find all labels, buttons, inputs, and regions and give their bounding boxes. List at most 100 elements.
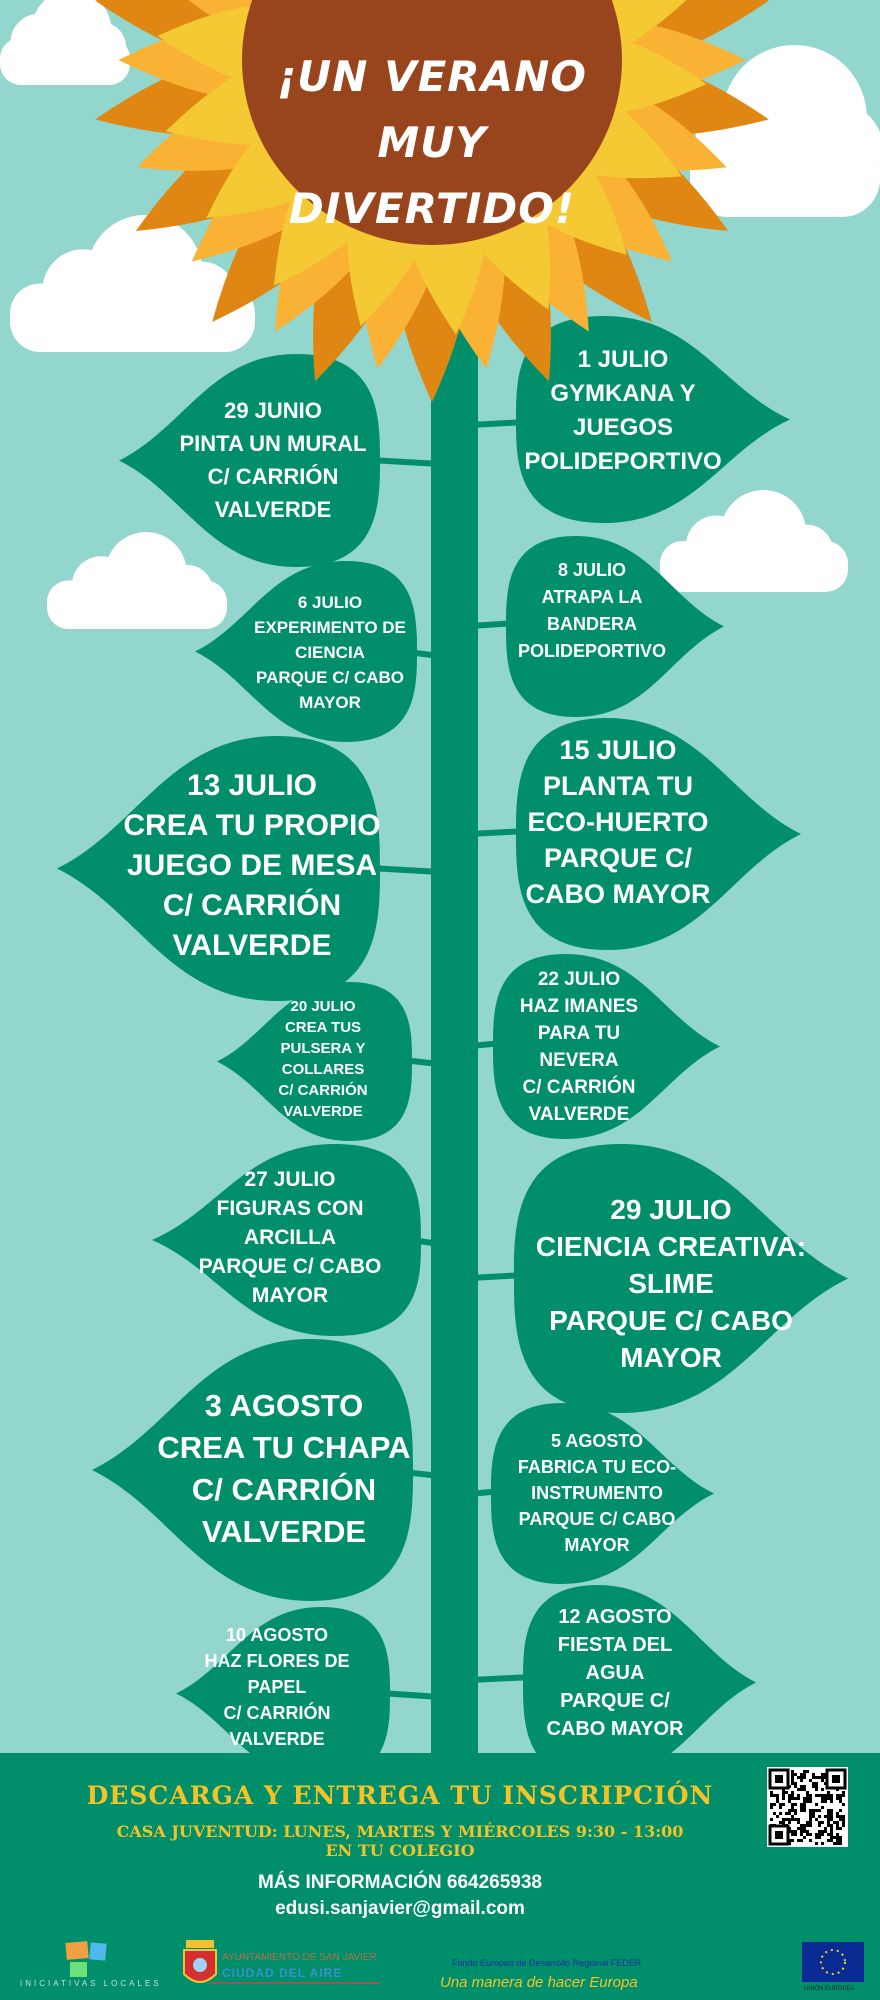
leaf xyxy=(506,536,724,717)
leaf xyxy=(491,1403,714,1584)
activity-date: 29 JUNIO xyxy=(224,397,322,423)
title-line: ¡UN VERANO xyxy=(277,52,587,101)
leaf xyxy=(217,982,412,1141)
clouds xyxy=(0,0,880,629)
iniciativas-locales-logo xyxy=(65,1941,107,1977)
activity-line: VALVERDE xyxy=(201,1514,367,1549)
leaf-branch xyxy=(369,865,441,875)
activity-line: C/ CARRIÓN xyxy=(191,1472,377,1507)
activity-line: CREA TU CHAPA xyxy=(157,1430,411,1465)
activity-line: C/ CARRIÓN xyxy=(162,889,342,922)
activity-line: NEVERA xyxy=(539,1049,619,1071)
activity-date: 27 JULIO xyxy=(244,1167,336,1191)
activity-date: 3 AGOSTO xyxy=(204,1388,364,1423)
activity-line: ECO-HUERTO xyxy=(527,807,709,837)
activity-date: 1 JULIO xyxy=(577,346,669,373)
leaf xyxy=(176,1607,390,1780)
cloud xyxy=(0,0,130,85)
feder-label: Fondo Europeo de Desarrollo Regional FED… xyxy=(452,1958,642,1968)
activity-line: C/ CARRIÓN xyxy=(522,1076,636,1098)
activity-line: MAYOR xyxy=(251,1283,329,1307)
activity-line: CREA TUS xyxy=(284,1018,362,1036)
leaves xyxy=(57,316,848,1780)
activity-line: FIGURAS CON xyxy=(216,1196,364,1220)
cloud xyxy=(47,532,227,629)
eu-flag-icon xyxy=(802,1942,864,1982)
activity-date: 13 JULIO xyxy=(186,769,318,802)
activity-card: 29 JUNIO PINTA UN MURAL C/ CARRIÓN VALVERDE xyxy=(113,394,433,526)
leaf-branch xyxy=(469,1674,534,1683)
leaf xyxy=(523,1585,756,1780)
activity-line: MAYOR xyxy=(564,1535,630,1555)
activity-line: POLIDEPORTIVO xyxy=(517,640,667,661)
activity-date: 6 JULIO xyxy=(297,592,363,612)
leaf xyxy=(92,1339,413,1601)
leaf-branch xyxy=(369,457,441,467)
ayuntamiento-label: AYUNTAMIENTO DE SAN JAVIER xyxy=(222,1952,377,1963)
activity-line: INSTRUMENTO xyxy=(531,1483,663,1503)
activity-line: FIESTA DEL xyxy=(557,1634,673,1656)
activity-line: ATRAPA LA xyxy=(541,586,643,607)
activity-card: 1 JULIO GYMKANA Y JUEGOS POLIDEPORTIVO xyxy=(463,343,783,479)
activity-card: 3 AGOSTO CREA TU CHAPA C/ CARRIÓN VALVERDE xyxy=(124,1385,444,1553)
activity-line: CIENCIA CREATIVA: xyxy=(535,1230,807,1262)
sunflower xyxy=(95,0,769,402)
activity-line: PARQUE C/ CABO xyxy=(549,1304,793,1336)
leaf xyxy=(514,1144,848,1413)
activity-line: PULSERA Y xyxy=(280,1039,366,1057)
activity-line: PARQUE C/ xyxy=(560,1690,670,1712)
activity-line: MAYOR xyxy=(620,1341,722,1373)
activity-line: HAZ IMANES xyxy=(519,995,639,1017)
activity-line: VALVERDE xyxy=(283,1102,363,1120)
activity-line: FABRICA TU ECO- xyxy=(517,1457,677,1477)
activity-line: VALVERDE xyxy=(214,496,332,522)
activity-date: 12 AGOSTO xyxy=(558,1606,672,1628)
activity-date: 8 JULIO xyxy=(557,559,627,580)
activity-line: PINTA UN MURAL xyxy=(179,430,367,456)
leaf xyxy=(195,561,417,742)
leaf xyxy=(516,316,790,523)
activity-line: JUEGOS xyxy=(572,414,674,441)
activity-line: PARQUE C/ CABO xyxy=(256,667,404,687)
activity-line: C/ CARRIÓN xyxy=(223,1703,331,1723)
activity-date: 20 JULIO xyxy=(290,997,356,1015)
footer-email[interactable]: edusi.sanjavier@gmail.com xyxy=(275,1898,525,1919)
activity-line: GYMKANA Y xyxy=(550,380,696,407)
footer-headline: DESCARGA Y ENTREGA TU INSCRIPCIÓN xyxy=(86,1781,714,1810)
activity-line: JUEGO DE MESA xyxy=(126,849,378,882)
qr-code[interactable] xyxy=(767,1767,848,1847)
activity-date: 29 JULIO xyxy=(610,1193,732,1225)
title-line: MUY DIVERTIDO! xyxy=(288,118,576,233)
leaf xyxy=(516,718,801,950)
activity-line: C/ CARRIÓN xyxy=(207,463,339,489)
activity-line: ARCILLA xyxy=(243,1225,337,1249)
flower-center xyxy=(242,0,622,245)
activity-line: EXPERIMENTO DE xyxy=(254,617,406,637)
footer-info-phone: MÁS INFORMACIÓN 664265938 xyxy=(257,1872,543,1893)
san-javier-crest-icon xyxy=(183,1940,380,1984)
activity-line: VALVERDE xyxy=(229,1729,325,1749)
iniciativas-locales-label: INICIATIVAS LOCALES xyxy=(20,1979,162,1988)
activity-line: CABO MAYOR xyxy=(525,879,711,909)
activity-line: VALVERDE xyxy=(172,929,332,962)
activity-line: PAPEL xyxy=(247,1677,307,1697)
activity-date: 10 AGOSTO xyxy=(225,1625,329,1645)
leaf xyxy=(152,1144,421,1336)
cloud xyxy=(660,490,848,592)
activity-line: PARQUE C/ CABO xyxy=(518,1509,676,1529)
activity-line: POLIDEPORTIVO xyxy=(524,448,722,475)
footer-schedule-2: EN TU COLEGIO xyxy=(325,1841,475,1860)
activity-line: C/ CARRIÓN xyxy=(278,1081,368,1099)
activity-line: PARQUE C/ xyxy=(543,843,692,873)
